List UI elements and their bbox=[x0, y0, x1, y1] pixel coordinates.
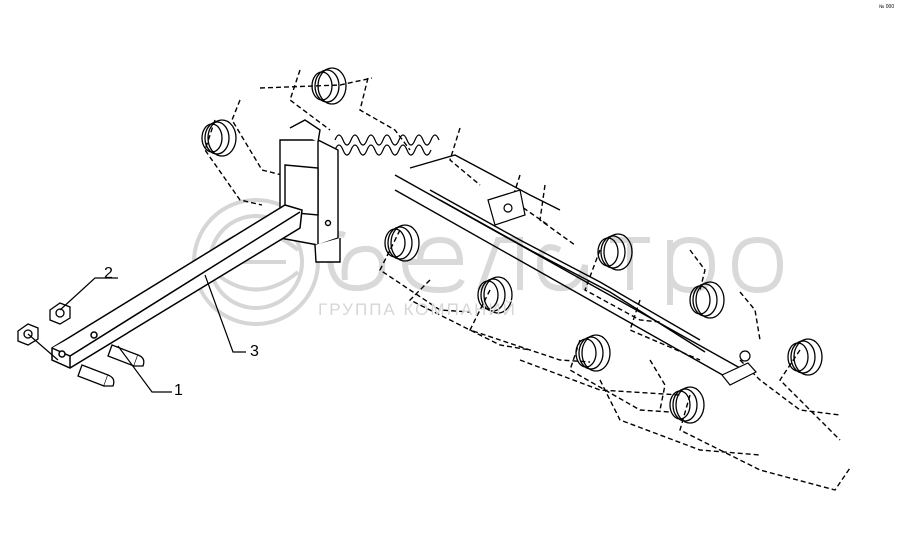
watermark-tagline: ГРУППА КОМПАНИЙ bbox=[318, 300, 517, 319]
coil-1 bbox=[201, 119, 237, 157]
callout-2: 2 bbox=[104, 265, 113, 282]
drawbar bbox=[51, 204, 303, 369]
coil-3 bbox=[384, 224, 420, 262]
bolts bbox=[77, 344, 145, 387]
coil-7 bbox=[689, 281, 725, 319]
leader-lines bbox=[27, 274, 246, 393]
callout-1: 1 bbox=[174, 382, 183, 399]
rake-frame bbox=[394, 154, 741, 383]
watermark-brand-glyphs bbox=[326, 231, 784, 305]
coil-9 bbox=[787, 338, 823, 376]
end-hardware bbox=[487, 189, 757, 386]
hitch-bracket bbox=[279, 119, 341, 263]
coil-8 bbox=[669, 386, 705, 424]
rake-coils bbox=[201, 67, 823, 424]
corner-code: № 000 bbox=[879, 4, 895, 10]
coil-4 bbox=[477, 276, 513, 314]
coil-2 bbox=[311, 67, 347, 105]
tension-spring bbox=[334, 134, 440, 156]
nuts bbox=[17, 302, 71, 346]
coil-5 bbox=[597, 233, 633, 271]
coil-6 bbox=[575, 334, 611, 372]
callout-3: 3 bbox=[250, 343, 259, 360]
